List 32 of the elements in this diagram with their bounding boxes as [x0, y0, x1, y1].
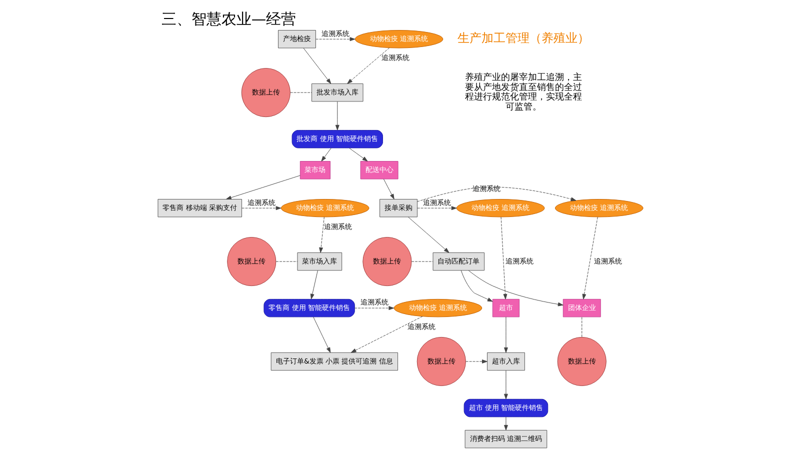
arrow: [416, 186, 576, 202]
arrow: [382, 178, 394, 200]
arrow: [320, 148, 331, 162]
arrow: [318, 216, 324, 253]
arrow: [460, 270, 492, 302]
connector: [290, 92, 312, 93]
label: 养殖产业的屠宰加工追溯，主要从产地发货直至销售的全过程进行规范化管理，实现全程可监管。: [464, 72, 582, 113]
arrow: [315, 37, 355, 42]
arrow: [312, 316, 330, 353]
arrow: [334, 101, 339, 130]
connector: [275, 261, 298, 262]
arrow: [416, 206, 456, 210]
arrow: [350, 316, 422, 353]
arrow: [241, 206, 281, 210]
arrow: [225, 175, 300, 200]
connector: [581, 316, 582, 338]
arrow: [302, 48, 331, 84]
arrow: [504, 316, 508, 353]
arrow: [468, 270, 563, 306]
arrow: [346, 48, 390, 84]
arrow: [500, 216, 507, 300]
arrow: [310, 270, 318, 300]
arrow: [504, 416, 508, 430]
label: 生产加工管理（养殖业）: [457, 31, 590, 46]
diagram-title: 三、智慧农业—经营: [160, 10, 296, 28]
arrow: [582, 216, 598, 300]
arrow: [354, 306, 394, 310]
arrow: [407, 216, 449, 253]
arrow: [348, 148, 368, 162]
arrow: [465, 360, 487, 364]
arrow: [504, 370, 508, 400]
connector: [410, 261, 433, 262]
